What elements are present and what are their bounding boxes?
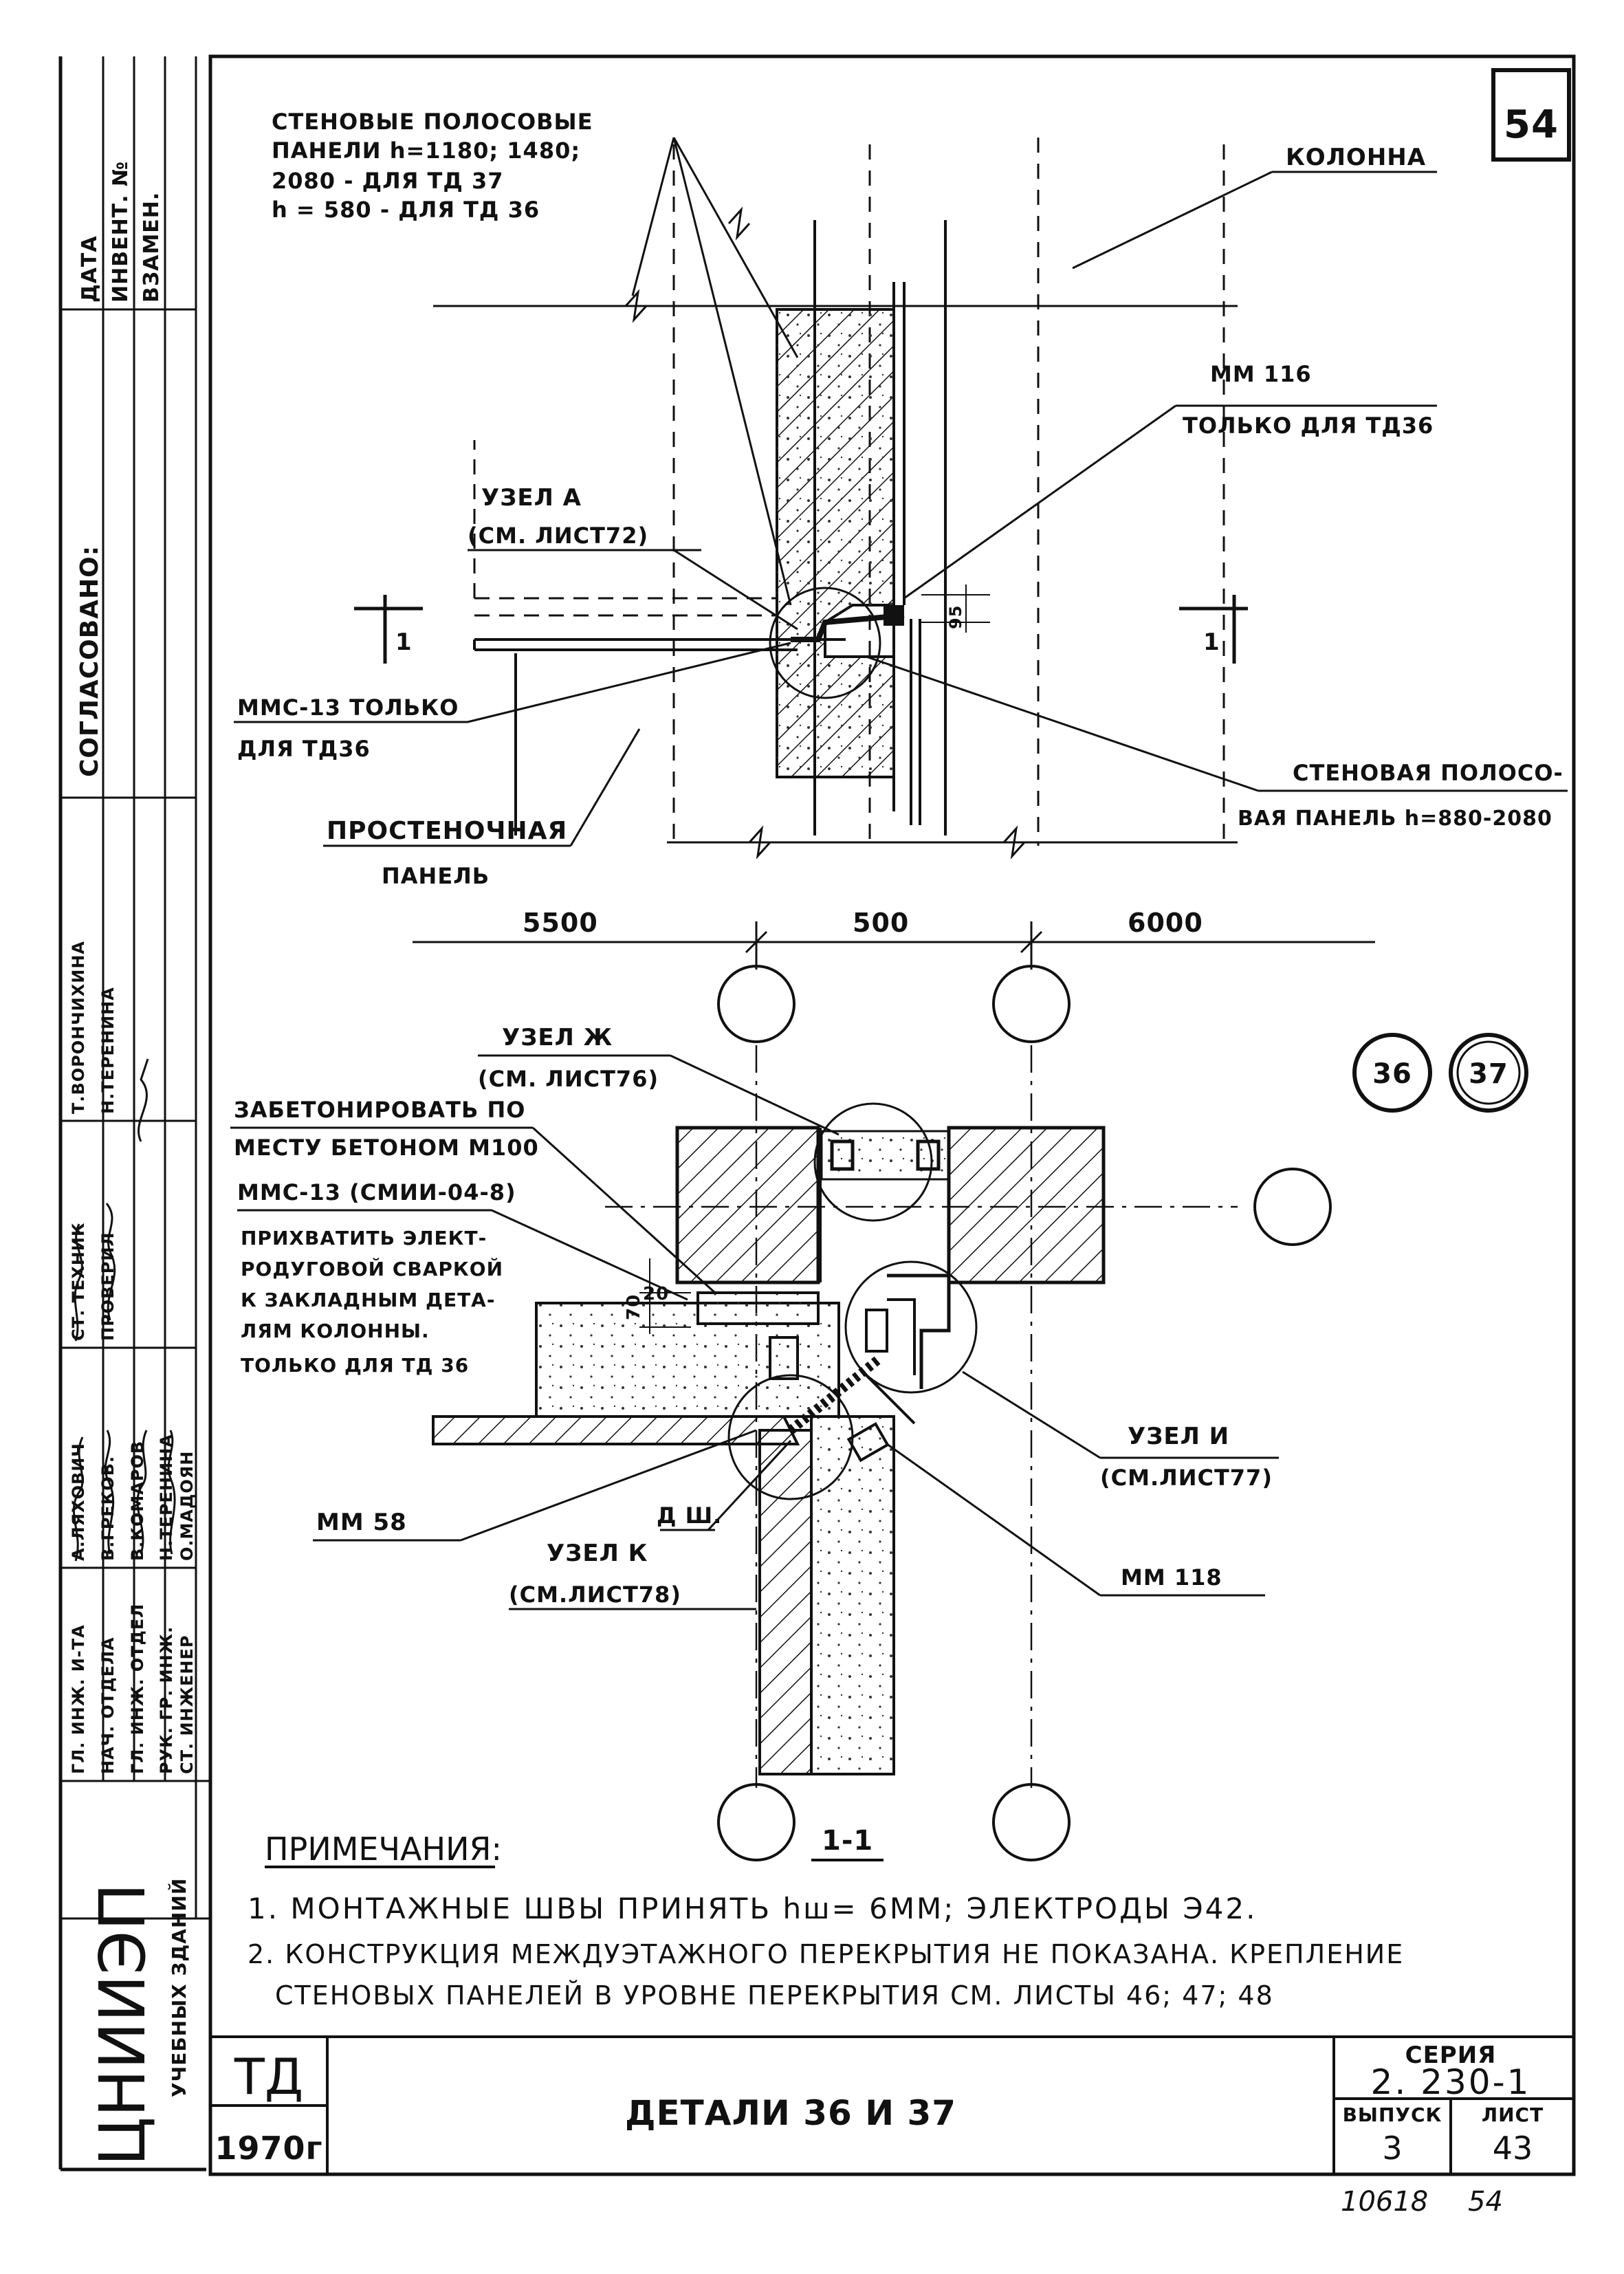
label-mms13-plan-2: ПРИХВАТИТЬ ЭЛЕКТ- [241,1227,487,1249]
stamp-role-7: ПРОВЕРИЛ [98,1232,118,1341]
dim-70: 70 [624,1294,644,1320]
label-wall-panels-1: СТЕНОВЫЕ ПОЛОСОВЫЕ [272,109,593,135]
stamp-inventory-label: ИНВЕНТ. № [109,161,133,303]
side-stamp [61,56,210,1920]
label-wall-panels-4: h = 580 - ДЛЯ ТД 36 [272,197,540,223]
section-mark-left [354,595,423,664]
label-wall-panels-3: 2080 - ДЛЯ ТД 37 [272,168,503,194]
stamp-name-4: Н.ТЕРЕНИНА [157,1434,176,1561]
label-concrete-2: МЕСТУ БЕТОНОМ М100 [234,1135,539,1161]
dim-6000: 6000 [1128,908,1203,938]
section-caption: 1-1 [822,1825,873,1857]
sheet-label: ЛИСТ [1482,2103,1544,2126]
label-node-a-1: УЗЕЛ А [481,484,582,512]
label-column: КОЛОННА [1286,144,1426,171]
badge-37: 37 [1469,1058,1508,1090]
dim-5500: 5500 [523,908,598,938]
series-label: СЕРИЯ [1405,2042,1497,2069]
axis-circle [992,965,1071,1043]
label-node-k-2: (СМ.ЛИСТ78) [509,1582,681,1608]
title-main: ДЕТАЛИ 36 И 37 [625,2093,956,2133]
label-mms13-plan-6: ТОЛЬКО ДЛЯ ТД 36 [241,1354,469,1377]
stamp-role-2: НАЧ. ОТДЕЛА [98,1637,118,1774]
label-mm58: ММ 58 [316,1509,407,1536]
notes-title: ПРИМЕЧАНИЯ: [265,1830,502,1868]
label-node-zh-1: УЗЕЛ Ж [502,1024,613,1051]
stamp-role-1: ГЛ. ИНЖ. И-ТА [69,1624,88,1774]
label-wall-panel-right-2: ВАЯ ПАНЕЛЬ h=880-2080 [1238,807,1552,831]
side-stamp-texts: ДАТА ИНВЕНТ. № ВЗАМЕН. СОГЛАСОВАНО: ГЛ. … [69,161,197,2166]
stamp-date-label: ДАТА [78,235,102,303]
label-mms13-plan-4: К ЗАКЛАДНЫМ ДЕТА- [241,1289,495,1311]
label-mms13-plan-1: ММС-13 (СМИИ-04-8) [237,1179,516,1205]
stamp-role-3: ГЛ. ИНЖ. ОТДЕЛ [128,1604,147,1774]
section-mark-right [1179,595,1248,664]
label-node-i-1: УЗЕЛ И [1128,1423,1229,1450]
stamp-role-4: РУК. ГР. ИНЖ. [157,1626,176,1774]
sheet-frame [58,54,1576,2176]
issue-label: ВЫПУСК [1343,2103,1442,2126]
axis-circle [717,1783,795,1861]
label-wall-panel-right-1: СТЕНОВАЯ ПОЛОСО- [1293,760,1563,786]
note-3: СТЕНОВЫХ ПАНЕЛЕЙ В УРОВНЕ ПЕРЕКРЫТИЯ СМ.… [275,1980,1274,2011]
label-node-zh-2: (СМ. ЛИСТ76) [478,1066,659,1092]
note-1: 1. МОНТАЖНЫЕ ШВЫ ПРИНЯТЬ hш= 6ММ; ЭЛЕКТР… [248,1892,1257,1925]
title-year: 1970г [215,2130,322,2167]
label-mms13-plan-3: РОДУГОВОЙ СВАРКОЙ [241,1257,503,1280]
stamp-role-5: СТ. ИНЖЕНЕР [177,1635,197,1774]
stamp-agreed-label: СОГЛАСОВАНО: [76,545,104,777]
top-section-drawing: 1 1 95 [234,109,1568,889]
label-node-a-2: (СМ. ЛИСТ72) [468,523,648,549]
issue-value: 3 [1382,2130,1402,2167]
note-2: 2. КОНСТРУКЦИЯ МЕЖДУЭТАЖНОГО ПЕРЕКРЫТИЯ … [248,1939,1404,1969]
plan-section-drawing: 20 70 УЗЕЛ Ж (СМ. ЛИСТ76) ЗАБЕТОНИРОВАТЬ [230,1024,1332,1861]
label-concrete-1: ЗАБЕТОНИРОВАТЬ ПО [234,1097,526,1123]
corner-number: 54 [1504,102,1559,147]
title-code: ТД [234,2048,303,2106]
org-subtitle: УЧЕБНЫХ ЗДАНИЙ [167,1878,190,2097]
notes: ПРИМЕЧАНИЯ: 1. МОНТАЖНЫЕ ШВЫ ПРИНЯТЬ hш=… [248,1830,1404,2011]
axis-circle [1253,1168,1332,1246]
stamp-name-6: Т.ВОРОНЧИХИНА [69,941,88,1114]
stamp-name-5: О.МАДОЯН [177,1451,197,1561]
signatures [72,1058,176,1562]
label-mms13-top-2: ДЛЯ ТД36 [237,736,371,762]
stamp-replace-label: ВЗАМЕН. [140,192,164,303]
title-block-texts: ТД 1970г ДЕТАЛИ 36 И 37 СЕРИЯ 2. 230-1 В… [215,2042,1544,2167]
label-mm116-1: ММ 116 [1210,361,1312,387]
label-node-k-1: УЗЕЛ К [547,1540,648,1567]
label-node-i-2: (СМ.ЛИСТ77) [1100,1465,1273,1491]
label-mms13-plan-5: ЛЯМ КОЛОННЫ. [241,1320,430,1342]
dimension-axes: 5500 500 6000 [413,908,1375,1043]
org-name: ЦНИИЭП [86,1883,160,2166]
dim-500: 500 [853,908,909,938]
label-mm118: ММ 118 [1121,1564,1222,1590]
dim-95: 95 [946,605,965,629]
corner-number-box: 54 [1491,68,1571,162]
axis-circle [992,1783,1071,1861]
section-mark-right-label: 1 [1203,628,1220,656]
label-wall-panels-2: ПАНЕЛИ h=1180; 1480; [272,138,580,164]
label-mms13-top-1: ММС-13 ТОЛЬКО [237,695,459,721]
section-mark-left-label: 1 [395,628,413,656]
series-value: 2. 230-1 [1371,2062,1531,2102]
label-dsh: Д Ш. [657,1502,722,1529]
footer-mark-right: 54 [1468,2186,1503,2218]
label-pier-panel-1: ПРОСТЕНОЧНАЯ [327,817,567,845]
axis-circle [717,965,795,1043]
dim-20: 20 [643,1284,669,1304]
sheet-value: 43 [1493,2130,1533,2167]
title-block [210,2035,1574,2174]
badge-36: 36 [1372,1058,1412,1090]
label-mm116-2: ТОЛЬКО ДЛЯ ТД36 [1183,413,1434,439]
stamp-name-7: Н.ТЕРЕНИНА [98,987,118,1114]
detail-badges: 36 37 [1352,1033,1528,1113]
label-pier-panel-2: ПАНЕЛЬ [382,863,490,889]
footer-mark-left: 10618 [1341,2186,1428,2218]
